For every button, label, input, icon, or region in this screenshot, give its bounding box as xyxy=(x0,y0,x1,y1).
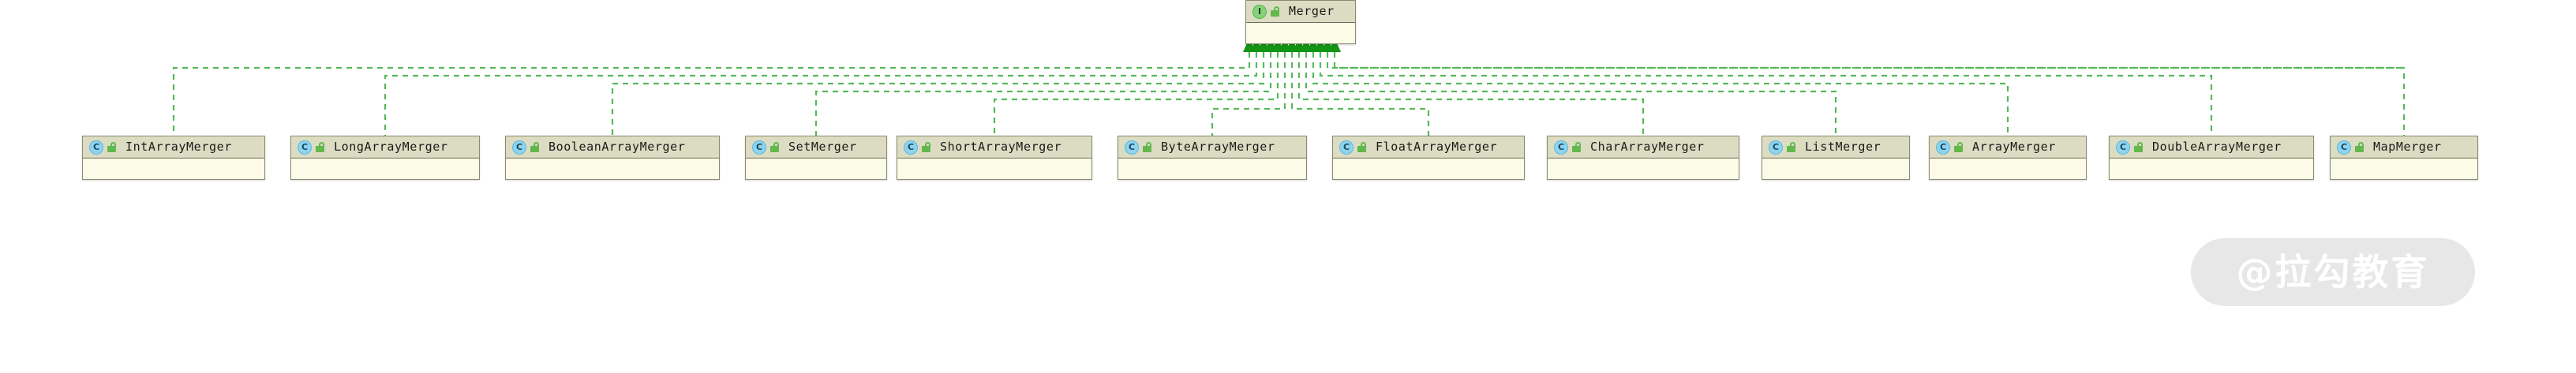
public-visibility-icon xyxy=(1271,6,1281,17)
node-title: CharArrayMerger xyxy=(1590,140,1705,154)
node-title: Merger xyxy=(1289,4,1335,18)
node-title: SetMerger xyxy=(788,140,857,154)
node-body-members xyxy=(2110,159,2313,179)
edge-short-array-merger xyxy=(993,52,1279,136)
node-title: LongArrayMerger xyxy=(334,140,448,154)
public-visibility-icon xyxy=(770,142,781,152)
public-visibility-icon xyxy=(1954,142,1964,152)
uml-node-float-array-merger[interactable]: C FloatArrayMerger xyxy=(1332,136,1525,180)
edge-list-merger xyxy=(1305,52,1837,136)
node-header: C ArrayMerger xyxy=(1930,136,2086,159)
edge-boolean-array-merger xyxy=(611,52,1265,136)
edge-int-array-merger xyxy=(172,52,1251,136)
node-header: C DoubleArrayMerger xyxy=(2110,136,2313,159)
edge-long-array-merger xyxy=(384,52,1258,136)
uml-node-long-array-merger[interactable]: C LongArrayMerger xyxy=(290,136,480,180)
node-title: IntArrayMerger xyxy=(125,140,232,154)
node-title: MapMerger xyxy=(2373,140,2442,154)
node-header: C MapMerger xyxy=(2331,136,2477,159)
class-badge: C xyxy=(752,140,766,155)
edge-byte-array-merger xyxy=(1211,52,1286,136)
edge-double-array-merger xyxy=(1319,52,2213,136)
public-visibility-icon xyxy=(1787,142,1797,152)
node-title: ArrayMerger xyxy=(1972,140,2056,154)
class-badge: C xyxy=(89,140,103,155)
node-title: FloatArrayMerger xyxy=(1376,140,1498,154)
node-header: C LongArrayMerger xyxy=(291,136,479,159)
class-badge: C xyxy=(2116,140,2130,155)
class-badge: C xyxy=(1554,140,1568,155)
edge-char-array-merger xyxy=(1297,52,1645,136)
public-visibility-icon xyxy=(316,142,326,152)
node-title: ByteArrayMerger xyxy=(1161,140,1275,154)
class-badge: C xyxy=(1936,140,1950,155)
node-body-members xyxy=(1118,159,1306,179)
public-visibility-icon xyxy=(1572,142,1582,152)
node-body-members xyxy=(83,159,264,179)
uml-node-list-merger[interactable]: C ListMerger xyxy=(1762,136,1910,180)
node-header: C ByteArrayMerger xyxy=(1118,136,1306,159)
edge-map-merger xyxy=(1326,52,2406,136)
node-body-members xyxy=(291,159,479,179)
node-header: C ShortArrayMerger xyxy=(897,136,1091,159)
node-header: C SetMerger xyxy=(746,136,886,159)
node-body-members xyxy=(897,159,1091,179)
uml-node-array-merger[interactable]: C ArrayMerger xyxy=(1929,136,2087,180)
interface-badge: I xyxy=(1252,4,1267,19)
class-badge: C xyxy=(298,140,312,155)
node-body-members xyxy=(746,159,886,179)
uml-node-int-array-merger[interactable]: C IntArrayMerger xyxy=(82,136,265,180)
public-visibility-icon xyxy=(530,142,541,152)
class-badge: C xyxy=(1339,140,1354,155)
node-header: C IntArrayMerger xyxy=(83,136,264,159)
public-visibility-icon xyxy=(107,142,118,152)
watermark-badge: @拉勾教育 xyxy=(2191,238,2475,306)
node-body-members xyxy=(1333,159,1524,179)
public-visibility-icon xyxy=(2134,142,2144,152)
node-title: ShortArrayMerger xyxy=(940,140,1062,154)
node-header: C ListMerger xyxy=(1762,136,1909,159)
public-visibility-icon xyxy=(922,142,932,152)
node-body-members xyxy=(1762,159,1909,179)
edge-array-merger xyxy=(1312,52,2009,136)
edge-set-merger xyxy=(814,52,1272,136)
node-body-members xyxy=(2331,159,2477,179)
node-body-members xyxy=(1246,23,1355,43)
public-visibility-icon xyxy=(1143,142,1153,152)
edge-extra-branch xyxy=(1333,52,2404,69)
public-visibility-icon xyxy=(1357,142,1368,152)
uml-node-map-merger[interactable]: C MapMerger xyxy=(2330,136,2478,180)
class-badge: C xyxy=(2337,140,2351,155)
uml-node-boolean-array-merger[interactable]: C BooleanArrayMerger xyxy=(505,136,720,180)
class-badge: C xyxy=(512,140,526,155)
uml-node-set-merger[interactable]: C SetMerger xyxy=(745,136,887,180)
uml-node-merger[interactable]: I Merger xyxy=(1245,0,1356,44)
uml-node-short-array-merger[interactable]: C ShortArrayMerger xyxy=(897,136,1092,180)
class-badge: C xyxy=(904,140,918,155)
node-body-members xyxy=(1548,159,1739,179)
watermark-text: @拉勾教育 xyxy=(2236,251,2430,293)
class-badge: C xyxy=(1769,140,1783,155)
node-title: ListMerger xyxy=(1805,140,1881,154)
node-header: C CharArrayMerger xyxy=(1548,136,1739,159)
node-title: BooleanArrayMerger xyxy=(549,140,686,154)
public-visibility-icon xyxy=(2355,142,2365,152)
node-header: I Merger xyxy=(1246,1,1355,23)
node-title: DoubleArrayMerger xyxy=(2152,140,2282,154)
uml-node-double-array-merger[interactable]: C DoubleArrayMerger xyxy=(2109,136,2314,180)
uml-node-byte-array-merger[interactable]: C ByteArrayMerger xyxy=(1118,136,1307,180)
node-header: C FloatArrayMerger xyxy=(1333,136,1524,159)
node-body-members xyxy=(506,159,719,179)
node-body-members xyxy=(1930,159,2086,179)
node-header: C BooleanArrayMerger xyxy=(506,136,719,159)
class-badge: C xyxy=(1125,140,1139,155)
uml-node-char-array-merger[interactable]: C CharArrayMerger xyxy=(1547,136,1739,180)
edge-float-array-merger xyxy=(1290,52,1430,136)
